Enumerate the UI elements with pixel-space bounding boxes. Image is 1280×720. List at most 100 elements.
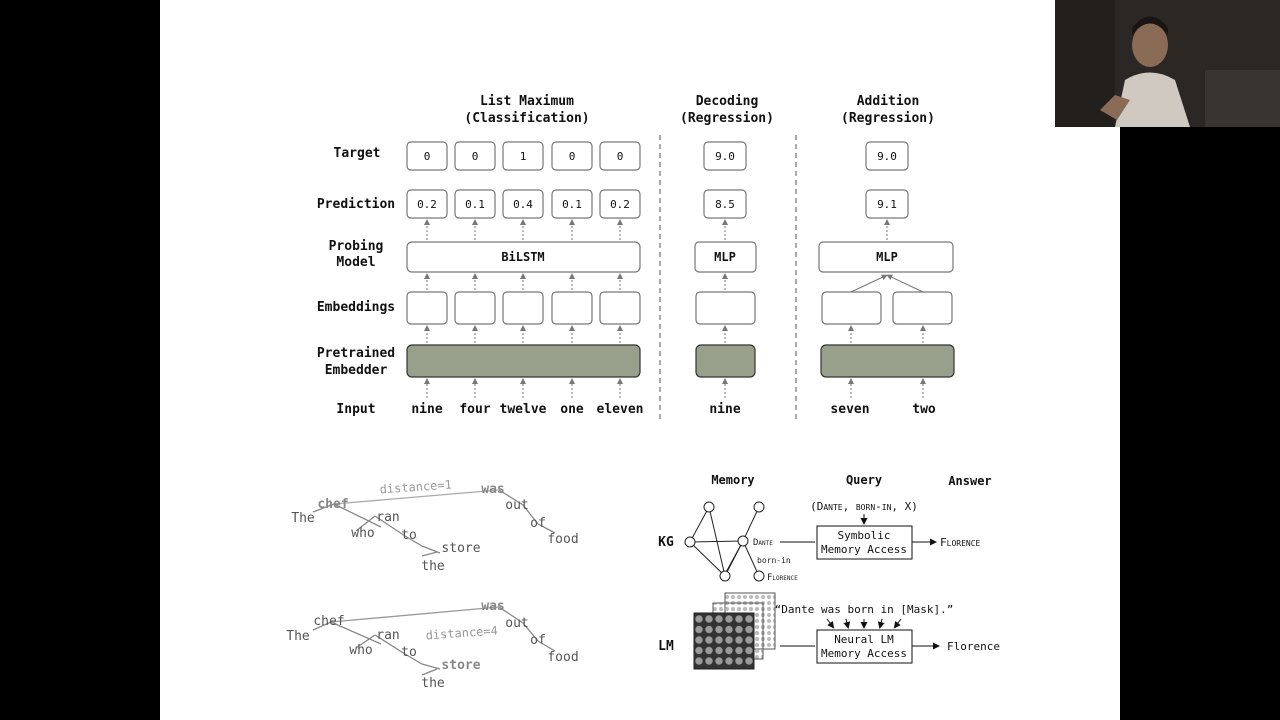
lm-neuron xyxy=(694,614,704,624)
kg-node-dante xyxy=(737,535,749,547)
decoding-mlp-box xyxy=(694,241,757,273)
tree-bottom-word-the-2: the xyxy=(421,676,445,691)
tree-top-edge-who-ran xyxy=(355,515,376,532)
lm-neuron xyxy=(704,625,714,634)
pretrained-embedder-list-max xyxy=(406,344,641,378)
addition-pretrained-embedder xyxy=(820,344,955,378)
kg-lm-diagram: Memory Query Answer KG Dante born-in Flo… xyxy=(658,473,1000,670)
tree-bottom-word-food: food xyxy=(547,650,578,665)
addition-target-value: 9.0 xyxy=(877,150,897,163)
list-max-prediction-box xyxy=(502,189,544,219)
tree-bottom-distance-label: distance=4 xyxy=(425,624,498,643)
lm-neuron xyxy=(714,656,724,666)
list-max-input-word: nine xyxy=(411,402,442,417)
row-label-target: Target xyxy=(334,146,381,161)
decoding-embedding-box xyxy=(695,291,756,325)
tree-bottom-edge-who-ran xyxy=(355,634,376,649)
lm-neuron xyxy=(724,646,734,655)
lm-weights-stack xyxy=(693,592,776,670)
lm-neuron xyxy=(744,614,754,624)
lm-neuron xyxy=(724,656,734,666)
header-addition: Addition (Regression) xyxy=(841,94,935,126)
lm-neuron xyxy=(734,646,744,655)
tree-bottom-word-who: who xyxy=(349,643,372,658)
lm-neuron-grid xyxy=(694,614,754,666)
list-max-target-value: 0 xyxy=(424,150,431,163)
kg-edge-born-in-label: born-in xyxy=(757,556,791,565)
kg-header-query: Query xyxy=(846,473,882,487)
tree-bottom-word-to: to xyxy=(401,645,417,660)
tree-top-distance-label: distance=1 xyxy=(379,478,452,497)
lm-query-arrows xyxy=(826,618,902,629)
row-label-prediction: Prediction xyxy=(317,197,395,212)
tree-top-word-to: to xyxy=(401,528,417,543)
tree-top-word-the-2: the xyxy=(421,559,445,574)
addition-mlp-box xyxy=(818,241,954,273)
header-list-max-line1: List Maximum xyxy=(480,94,574,109)
list-max-target-value: 0 xyxy=(472,150,479,163)
lm-neuron xyxy=(714,625,724,634)
lm-neuron xyxy=(714,646,724,655)
list-max-prediction-value: 0.2 xyxy=(417,198,437,211)
webcam-video xyxy=(1055,0,1280,127)
addition-arrow-right-emb xyxy=(886,274,924,293)
list-max-target-value: 0 xyxy=(617,150,624,163)
kg-symbolic-box-line2: Memory Access xyxy=(821,543,907,556)
list-max-embedding-box xyxy=(454,291,496,325)
kg-symbolic-box xyxy=(816,525,913,560)
addition-arrow-left-emb xyxy=(850,274,888,293)
list-max-prediction-box xyxy=(454,189,496,219)
lm-neuron xyxy=(734,614,744,624)
list-max-target-box xyxy=(454,141,496,171)
lm-neuron xyxy=(714,635,724,645)
tree-bottom-word-was: was xyxy=(481,599,504,614)
bilstm-label: BiLSTM xyxy=(501,250,544,264)
list-max-prediction-value: 0.4 xyxy=(513,198,533,211)
tree-top-word-food: food xyxy=(547,532,578,547)
kg-node xyxy=(753,501,765,513)
list-max-target-box xyxy=(502,141,544,171)
header-decoding-line2: (Regression) xyxy=(680,111,774,126)
kg-query-text: (Dante, born-in, X) xyxy=(810,500,918,513)
tree-bottom-word-chef: chef xyxy=(313,614,344,629)
kg-node xyxy=(684,536,696,548)
kg-symbolic-box-line1: Symbolic xyxy=(838,529,891,542)
kg-header-memory: Memory xyxy=(711,473,754,487)
tree-top-word-who: who xyxy=(351,526,374,541)
decoding-input-word: nine xyxy=(709,402,740,417)
tree-bottom-edge-was-out-of-food xyxy=(498,606,556,652)
lm-neuron xyxy=(744,625,754,634)
kg-node-dante-label: Dante xyxy=(753,538,773,548)
lm-neuron xyxy=(724,635,734,645)
addition-input-word-1: seven xyxy=(830,402,869,417)
decoding-column: 9.0 8.5 MLP nine xyxy=(694,141,757,417)
decoding-target-box xyxy=(703,141,747,171)
lm-neuron xyxy=(704,614,714,624)
lm-neuron xyxy=(694,635,704,645)
tree-top-word-ran: ran xyxy=(376,510,399,525)
list-max-prediction-value: 0.2 xyxy=(610,198,630,211)
tree-bottom-edge-ran-to-store xyxy=(374,634,441,670)
tree-bottom-word-the: The xyxy=(286,629,310,644)
kg-answer: Florence xyxy=(940,536,981,549)
row-label-input: Input xyxy=(336,402,375,417)
lm-neuron xyxy=(694,646,704,655)
lm-query-text: “Dante was born in [Mask].” xyxy=(775,603,954,616)
row-label-probing-model-2: Model xyxy=(336,255,375,270)
kg-row-label: KG xyxy=(658,535,674,550)
header-list-maximum: List Maximum (Classification) xyxy=(464,94,589,126)
lm-neuron xyxy=(694,625,704,634)
list-max-target-value: 1 xyxy=(520,150,527,163)
header-list-max-line2: (Classification) xyxy=(464,111,589,126)
lm-row-label: LM xyxy=(658,639,674,654)
tree-bottom-edge-chef-was xyxy=(330,606,500,623)
list-max-target-box xyxy=(551,141,593,171)
list-max-target-value: 0 xyxy=(569,150,576,163)
tree-top-edge-ran-to-store xyxy=(374,515,441,554)
lm-neuron xyxy=(734,635,744,645)
tree-bottom-word-ran: ran xyxy=(376,628,399,643)
tree-bottom-word-of: of xyxy=(530,633,546,648)
addition-embedding-box-2 xyxy=(892,291,953,325)
list-max-target-box xyxy=(599,141,641,171)
list-max-prediction-value: 0.1 xyxy=(562,198,582,211)
